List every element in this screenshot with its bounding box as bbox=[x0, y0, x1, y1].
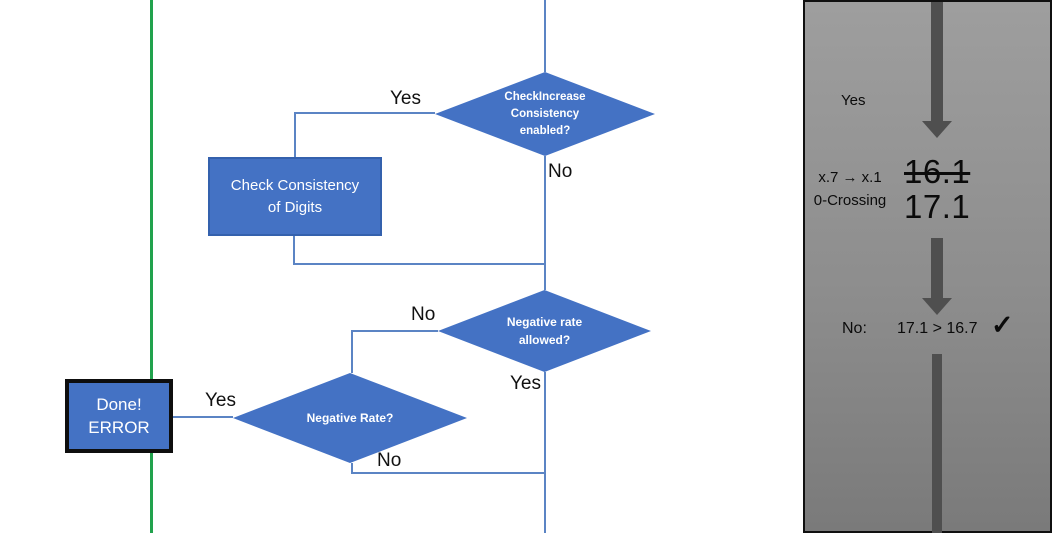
panel-case-line1: x.7 → x.1 bbox=[818, 169, 882, 186]
connector-mid-vertical bbox=[544, 156, 546, 290]
decision-negative-rate: Negative Rate? bbox=[233, 373, 467, 463]
connector-neg-rate-yes-horizontal bbox=[173, 416, 233, 418]
terminal-done-error-label: Done! ERROR bbox=[88, 395, 150, 437]
panel-new-value: 17.1 bbox=[904, 188, 971, 225]
edge-label-neg-allowed-no: No bbox=[411, 304, 436, 325]
decision-negative-rate-allowed: Negative rate allowed? bbox=[438, 290, 651, 372]
down-arrow-head-icon bbox=[922, 298, 952, 315]
terminal-done-error: Done! ERROR bbox=[65, 379, 173, 453]
decision-negative-rate-allowed-label: Negative rate allowed? bbox=[506, 315, 583, 347]
down-arrow-shaft-icon bbox=[932, 354, 942, 533]
decision-check-increase: CheckIncrease Consistency enabled? bbox=[435, 72, 655, 156]
checkmark-icon: ✓ bbox=[991, 310, 1014, 340]
connector-check-increase-yes-vertical bbox=[294, 112, 296, 157]
edge-label-neg-rate-no: No bbox=[377, 450, 402, 471]
green-timeline-line bbox=[150, 0, 153, 533]
edge-label-neg-rate-yes: Yes bbox=[205, 390, 236, 411]
connector-check-increase-yes-horizontal bbox=[294, 112, 435, 114]
connector-neg-rate-no-horizontal bbox=[351, 472, 546, 474]
edge-label-neg-allowed-yes: Yes bbox=[510, 373, 541, 394]
panel-values: 16.1 17.1 bbox=[904, 154, 970, 224]
connector-neg-allowed-no-vertical bbox=[351, 330, 353, 373]
connector-neg-rate-no-vertical bbox=[351, 463, 353, 474]
panel-case-line2: 0-Crossing bbox=[813, 192, 887, 209]
panel-case-text: x.7 → x.1 0-Crossing bbox=[805, 166, 895, 212]
connector-neg-allowed-no-horizontal bbox=[351, 330, 438, 332]
panel-comparison: 17.1 > 16.7 bbox=[897, 320, 978, 337]
connector-process-out-vertical bbox=[293, 236, 295, 264]
decision-negative-rate-label: Negative Rate? bbox=[306, 411, 394, 425]
down-arrow-head-icon bbox=[922, 121, 952, 138]
panel-result-prefix: No: bbox=[842, 320, 867, 337]
down-arrow-icon bbox=[931, 2, 943, 122]
panel-yes-label: Yes bbox=[841, 92, 866, 109]
decision-check-increase-label: CheckIncrease Consistency enabled? bbox=[504, 90, 586, 137]
panel-old-value: 16.1 bbox=[904, 153, 971, 190]
process-check-consistency-label: Check Consistency of Digits bbox=[230, 176, 360, 216]
down-arrow-icon bbox=[931, 238, 943, 299]
edge-label-check-increase-yes: Yes bbox=[390, 88, 421, 109]
connector-process-out-horizontal bbox=[293, 263, 546, 265]
side-panel: Yes x.7 → x.1 0-Crossing 16.1 17.1 No: 1… bbox=[803, 0, 1052, 533]
edge-label-check-increase-no: No bbox=[548, 161, 573, 182]
connector-bottom-vertical bbox=[544, 372, 546, 533]
process-check-consistency: Check Consistency of Digits bbox=[208, 157, 382, 236]
connector-top-vertical bbox=[544, 0, 546, 72]
